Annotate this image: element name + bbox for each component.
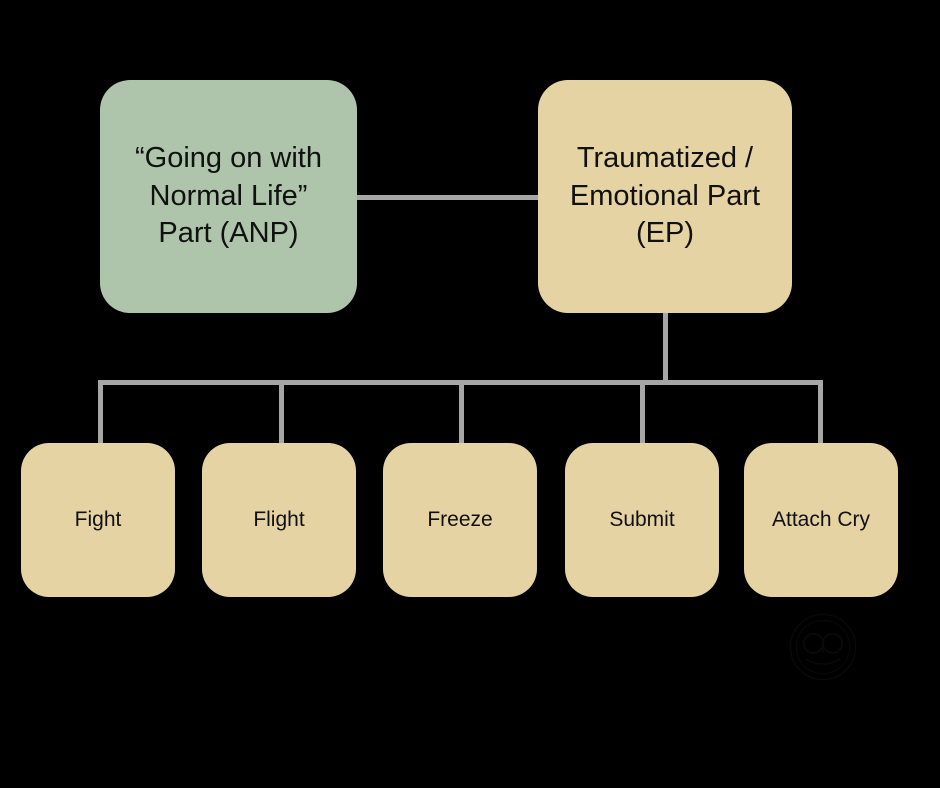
connector-drop-fight	[98, 380, 103, 444]
node-flight[interactable]: Flight	[202, 443, 356, 597]
connector-drop-attach-cry	[818, 380, 823, 444]
connector-drop-submit	[640, 380, 645, 444]
connector-drop-freeze	[459, 380, 464, 444]
node-freeze-label: Freeze	[427, 508, 493, 532]
node-freeze[interactable]: Freeze	[383, 443, 537, 597]
node-submit[interactable]: Submit	[565, 443, 719, 597]
connector-ep-trunk	[663, 312, 668, 385]
node-submit-label: Submit	[609, 508, 675, 532]
node-ep-label: Traumatized / Emotional Part (EP)	[569, 141, 761, 250]
node-attach-cry[interactable]: Attach Cry	[744, 443, 898, 597]
connector-drop-flight	[279, 380, 284, 444]
circular-logo-watermark	[786, 610, 860, 684]
node-fight[interactable]: Fight	[21, 443, 175, 597]
node-attach-cry-label: Attach Cry	[771, 508, 871, 532]
node-anp[interactable]: “Going on with Normal Life” Part (ANP)	[100, 80, 357, 313]
node-ep[interactable]: Traumatized / Emotional Part (EP)	[538, 80, 792, 313]
connector-anp-to-ep	[356, 195, 539, 200]
node-fight-label: Fight	[74, 508, 122, 532]
node-anp-label: “Going on with Normal Life” Part (ANP)	[135, 141, 322, 250]
node-flight-label: Flight	[253, 508, 305, 532]
